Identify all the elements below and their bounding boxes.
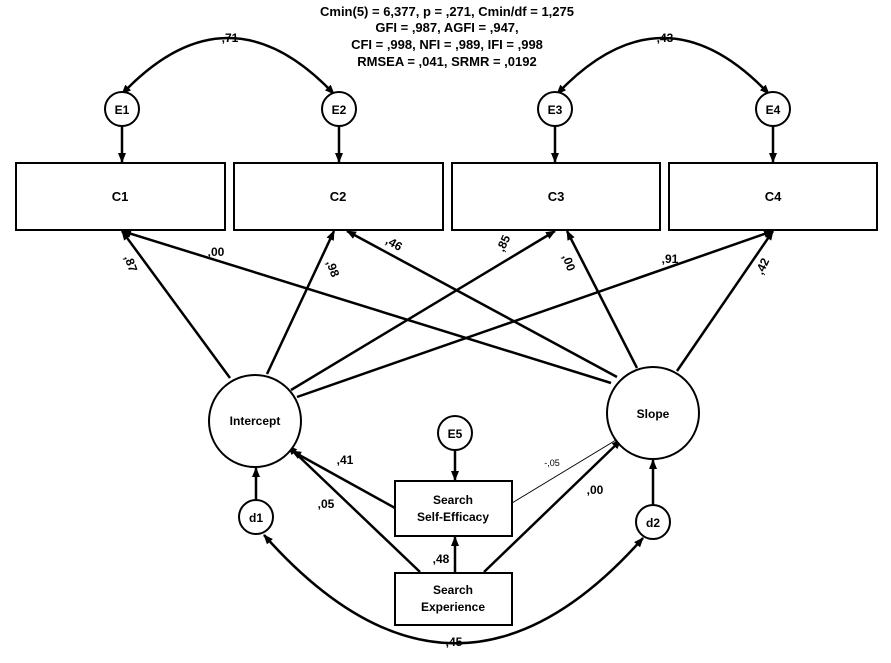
path-selfefficacy-intercept [291, 449, 396, 510]
indicator-c1-label: C1 [112, 189, 129, 204]
coef-slope-c4: ,42 [753, 255, 773, 276]
error-e5-label: E5 [448, 427, 463, 441]
indicator-c3-label: C3 [548, 189, 565, 204]
error-e2: E2 [321, 91, 357, 127]
path-slope-c4 [675, 230, 775, 372]
path-intercept-c1 [120, 230, 232, 379]
coef-slope-c3: ,00 [559, 252, 578, 273]
path-slope-c2 [346, 229, 618, 379]
error-e3-label: E3 [548, 103, 563, 117]
coef-selfefficacy-intercept: ,41 [337, 453, 354, 467]
path-experience-slope [483, 439, 622, 573]
error-e2-label: E2 [332, 103, 347, 117]
error-e5: E5 [437, 415, 473, 451]
path-selfefficacy-slope [511, 436, 622, 504]
fit-statistics: Cmin(5) = 6,377, p = ,271, Cmin/df = 1,2… [320, 4, 574, 69]
path-intercept-c3 [290, 229, 556, 392]
coef-experience-intercept: ,05 [318, 497, 335, 511]
coef-selfefficacy-slope: -,05 [544, 458, 560, 468]
disturbance-d1: d1 [238, 499, 274, 535]
experience-label-line-1: Search [433, 583, 473, 597]
path-slope-c3 [565, 230, 639, 369]
fit-stat-line-1: Cmin(5) = 6,377, p = ,271, Cmin/df = 1,2… [320, 4, 574, 19]
experience-label-line-2: Experience [421, 600, 485, 614]
error-e1-label: E1 [115, 103, 130, 117]
self-efficacy-label-line-1: Search [433, 493, 473, 507]
coef-experience-slope: ,00 [587, 483, 604, 497]
path-slope-c1 [121, 229, 612, 385]
indicator-c4: C4 [668, 162, 878, 231]
error-e4: E4 [755, 91, 791, 127]
predictor-search-self-efficacy: Search Self-Efficacy [394, 480, 513, 537]
covariance-e1-e2 [121, 36, 335, 95]
coef-intercept-c2: ,98 [323, 258, 342, 279]
coef-experience-selfefficacy: ,48 [433, 552, 450, 566]
latent-slope: Slope [606, 366, 700, 460]
coef-intercept-c3: ,85 [494, 232, 514, 253]
self-efficacy-label-line-2: Self-Efficacy [417, 510, 489, 524]
latent-slope-label: Slope [637, 407, 670, 421]
error-e4-label: E4 [766, 103, 781, 117]
indicator-c3: C3 [451, 162, 661, 231]
indicator-c2: C2 [233, 162, 444, 231]
fit-stat-line-4: RMSEA = ,041, SRMR = ,0192 [357, 54, 536, 69]
covariance-e3-e4 [556, 36, 770, 95]
indicator-c4-label: C4 [765, 189, 782, 204]
disturbance-d1-label: d1 [249, 511, 263, 525]
path-intercept-c4 [296, 229, 774, 399]
indicator-c1: C1 [15, 162, 226, 231]
disturbance-d2: d2 [635, 504, 671, 540]
indicator-c2-label: C2 [330, 189, 347, 204]
coef-d1-d2: -,45 [442, 635, 463, 649]
predictor-search-experience: Search Experience [394, 572, 513, 626]
path-experience-intercept [287, 445, 421, 573]
coef-slope-c1: ,00 [208, 245, 225, 259]
disturbance-d2-label: d2 [646, 516, 660, 530]
covariance-d1-d2 [263, 534, 644, 645]
error-e1: E1 [104, 91, 140, 127]
latent-intercept-label: Intercept [230, 414, 281, 428]
fit-stat-line-2: GFI = ,987, AGFI = ,947, [375, 20, 518, 35]
path-intercept-c2 [265, 230, 336, 375]
coef-intercept-c4: ,91 [662, 252, 679, 266]
fit-stat-line-3: CFI = ,998, NFI = ,989, IFI = ,998 [351, 37, 543, 52]
error-e3: E3 [537, 91, 573, 127]
coef-e1-e2: ,71 [222, 31, 239, 45]
coef-e3-e4: ,43 [657, 31, 674, 45]
coef-slope-c2: ,46 [383, 233, 405, 254]
latent-intercept: Intercept [208, 374, 302, 468]
coef-intercept-c1: ,87 [121, 253, 140, 274]
